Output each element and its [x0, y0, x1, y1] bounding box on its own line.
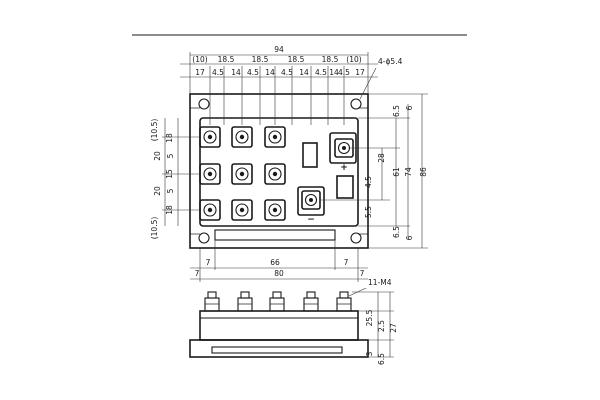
- dim-side: 25.5: [365, 309, 374, 326]
- dim-right: 6: [405, 105, 414, 110]
- terminal-callout: 11-M4: [368, 278, 392, 287]
- flange-outline: [189, 93, 369, 249]
- minus-label: −: [307, 215, 315, 225]
- dim-paren-left: (10): [192, 55, 207, 64]
- side-view: 11-M4 2.5 25.5 27 3 6.5: [189, 278, 398, 365]
- mount-hole-callout: 4-ϕ5.4: [378, 57, 403, 66]
- side-body: [199, 310, 359, 341]
- plus-label: +: [340, 163, 348, 173]
- minus-terminal-frame: [297, 186, 325, 216]
- dim-right: 61: [392, 167, 401, 177]
- dim-row: 4.5: [315, 68, 327, 77]
- lower-rail: [214, 229, 336, 241]
- dim-right: 28: [377, 153, 386, 163]
- dim-row: 4.5: [212, 68, 224, 77]
- base-slot: [211, 346, 343, 354]
- stud-terminal-icon: [303, 291, 319, 312]
- dim-total-width: 94: [274, 45, 284, 54]
- dim-right: 74: [404, 167, 413, 177]
- dim-row: 4.5: [247, 68, 259, 77]
- dim-left: (10.5): [150, 119, 159, 142]
- dim-right: 6.5: [392, 105, 401, 117]
- stud-terminal-icon: [204, 291, 220, 312]
- mount-hole-icon: [198, 232, 210, 244]
- dim-row: 14: [265, 68, 275, 77]
- base-plate: [189, 339, 369, 358]
- dim-left: 20: [153, 151, 162, 161]
- dim-row: 14: [329, 68, 339, 77]
- dim-bottom: 7: [195, 269, 200, 278]
- dim-side: 2.5: [377, 320, 386, 332]
- dim-bottom: 66: [270, 258, 280, 267]
- dim-left: 5: [166, 188, 175, 193]
- dim-right: 6: [405, 235, 414, 240]
- stud-terminal-icon: [269, 291, 285, 312]
- top-dimensions: 94 (10) 18.5 18.5 18.5 18.5 (10) 17 4.5 …: [180, 45, 403, 125]
- top-view: + −: [189, 93, 369, 249]
- dim-side: 6.5: [377, 353, 386, 365]
- dim-side: 3: [365, 351, 374, 356]
- mount-hole-icon: [350, 98, 362, 110]
- dim-pitch: 18.5: [288, 55, 305, 64]
- terminal-icon: [264, 126, 286, 148]
- dim-bottom: 7: [206, 258, 211, 267]
- dim-bottom: 7: [360, 269, 365, 278]
- dim-right: 5.5: [364, 206, 373, 218]
- dim-row: 14: [231, 68, 241, 77]
- dim-row: 17: [195, 68, 205, 77]
- mount-hole-icon: [350, 232, 362, 244]
- terminal-icon: [199, 199, 221, 221]
- terminal-icon: [264, 199, 286, 221]
- dim-left: 20: [153, 186, 162, 196]
- dim-pitch: 18.5: [252, 55, 269, 64]
- terminal-icon: [231, 199, 253, 221]
- terminal-icon: [231, 163, 253, 185]
- aux-block: [302, 142, 318, 168]
- dim-row: 14: [299, 68, 309, 77]
- terminal-icon: [199, 163, 221, 185]
- dim-side: 27: [389, 323, 398, 333]
- dim-paren-right: (10): [346, 55, 361, 64]
- terminal-icon: [199, 126, 221, 148]
- bottom-dimensions: 7 66 7 7 80 7: [190, 240, 368, 282]
- dim-right: 86: [419, 167, 428, 177]
- mount-hole-icon: [198, 98, 210, 110]
- dim-row: 17: [355, 68, 365, 77]
- minus-terminal-icon: [301, 190, 321, 210]
- dim-pitch: 18.5: [322, 55, 339, 64]
- dim-right: 6.5: [392, 226, 401, 238]
- dim-right: 4.5: [364, 176, 373, 188]
- dim-pitch: 18.5: [218, 55, 235, 64]
- dim-left: 5: [166, 153, 175, 158]
- dim-left: (10.5): [150, 217, 159, 240]
- right-dimensions: 6 6.5 28 61 74 86 4.5 5.5 6.5 6: [320, 93, 428, 249]
- terminal-grid: [199, 126, 286, 221]
- dim-row: 4.5: [281, 68, 293, 77]
- terminal-icon: [231, 126, 253, 148]
- left-dimensions: (10.5) 18 20 5 15 5 20 18 (10.5): [150, 118, 200, 239]
- dim-left: 18: [165, 133, 174, 143]
- dim-bottom: 80: [274, 269, 284, 278]
- terminal-icon: [264, 163, 286, 185]
- aux-block: [336, 175, 354, 199]
- stud-terminal-icon: [336, 291, 352, 312]
- dim-bottom: 7: [344, 258, 349, 267]
- stud-terminal-icon: [237, 291, 253, 312]
- module-body: [199, 117, 359, 227]
